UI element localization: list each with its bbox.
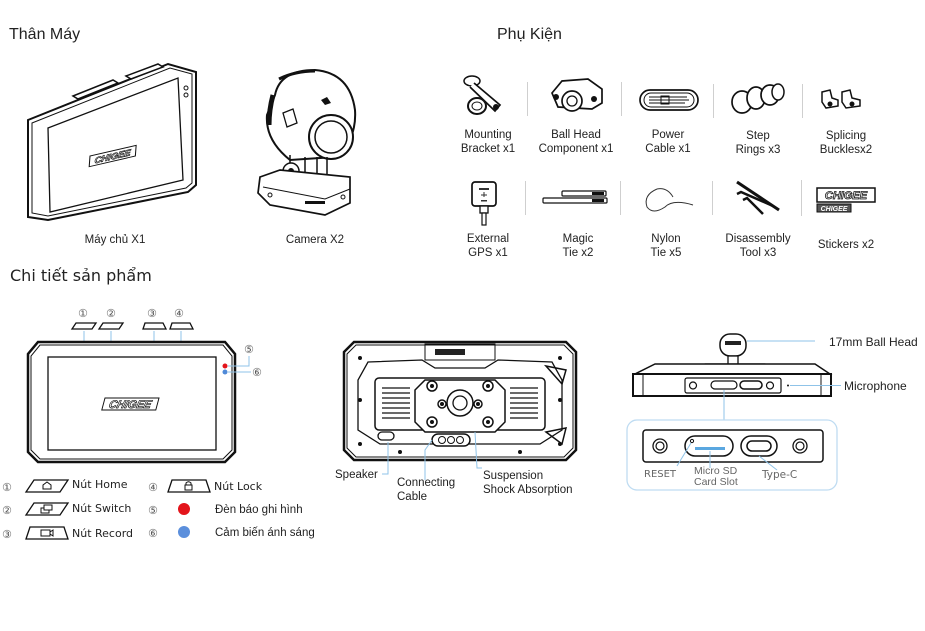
label-ball-head: 17mm Ball Head [829, 335, 918, 349]
caption-line: Splicing [825, 130, 867, 142]
light-sensor [222, 369, 228, 375]
label-type-c: Type-C [762, 469, 798, 481]
legend-label-switch: Nút Switch [72, 502, 132, 515]
caption-display-unit: Máy chủ X1 [84, 234, 146, 246]
caption-line: Bracket x1 [460, 143, 516, 155]
legend-num-2: ② [2, 504, 12, 517]
label-line: Micro SD [694, 465, 738, 477]
hex-tools-icon [736, 180, 780, 215]
power-cable-icon [639, 89, 699, 111]
display-unit-icon: CHIGEE [27, 62, 197, 222]
step-rings-icon [731, 83, 785, 114]
legend-label-lock: Nút Lock [214, 480, 263, 493]
sd-card-slot [684, 435, 734, 457]
label-speaker: Speaker [335, 469, 378, 481]
gps-module-icon [471, 181, 497, 226]
legend-label-record: Nút Record [72, 527, 134, 540]
camera-icon [257, 68, 357, 216]
home-button-icon [24, 479, 70, 493]
callout-4: ④ [174, 307, 184, 320]
nylon-tie-icon [645, 188, 694, 212]
splicing-buckles-icon [821, 89, 861, 109]
sticker-logo-large: CHIGEE [825, 190, 868, 202]
caption-camera: Camera X2 [285, 234, 345, 246]
caption-line: Nylon [651, 233, 681, 245]
port-zoom-panel [626, 419, 838, 491]
caption-line: Step [746, 130, 770, 142]
caption-line: Bucklesx2 [819, 144, 873, 156]
caption-line: Ball Head [551, 129, 601, 141]
bottom-view-diagram [626, 333, 841, 491]
label-reset: RESET [644, 469, 677, 480]
connecting-cable-port [431, 433, 471, 447]
legend-num-4: ④ [148, 481, 158, 494]
switch-button-top [97, 322, 125, 330]
legend-num-6: ⑥ [148, 527, 158, 540]
caption-line: Mounting [464, 129, 512, 141]
callout-3: ③ [147, 307, 157, 320]
legend-label-light-sensor: Cảm biến ánh sáng [215, 527, 315, 539]
legend-label-record-indicator: Đèn báo ghi hình [215, 504, 303, 516]
front-view-diagram: CHIGEE [26, 322, 251, 464]
label-microphone: Microphone [844, 379, 907, 393]
caption-line: Tool x3 [739, 247, 777, 259]
home-button-top [70, 322, 98, 330]
caption-line: Power [651, 129, 685, 141]
caption-line: Rings x3 [735, 144, 781, 156]
callout-6: ⑥ [252, 366, 262, 379]
lock-button-icon [167, 479, 211, 493]
caption-line: External [466, 233, 510, 245]
label-line: Connecting [397, 477, 456, 489]
legend-num-5: ⑤ [148, 504, 158, 517]
caption-stickers: Stickers x2 [817, 239, 875, 251]
section-title-details: Chi tiết sản phẩm [10, 266, 152, 285]
callout-1: ① [78, 307, 88, 320]
callout-2: ② [106, 307, 116, 320]
record-led [222, 363, 228, 369]
sticker-logo-small: CHIGEE [821, 206, 848, 213]
legend-label-home: Nút Home [72, 478, 128, 491]
caption-line: Disassembly [725, 233, 791, 245]
label-line: Cable [397, 491, 428, 503]
mounting-bracket-icon [463, 75, 502, 115]
record-indicator-dot [178, 503, 190, 515]
section-title-body: Thân Máy [9, 26, 81, 43]
ball-head-icon [551, 78, 603, 112]
magic-tie-icon [542, 190, 608, 204]
rear-view-diagram [342, 340, 578, 480]
label-line: Shock Absorption [483, 484, 573, 496]
caption-line: GPS x1 [468, 247, 508, 259]
label-line: Suspension [483, 470, 544, 482]
caption-line: Magic [562, 233, 594, 245]
legend-num-1: ① [2, 481, 12, 494]
legend-num-3: ③ [2, 528, 12, 541]
record-button-top [142, 322, 168, 330]
caption-line: Tie x2 [562, 247, 594, 259]
light-sensor-dot [178, 526, 190, 538]
callout-5: ⑤ [244, 343, 254, 356]
record-button-icon [25, 526, 69, 540]
caption-line: Cable x1 [645, 143, 691, 155]
label-line: Card Slot [694, 476, 738, 488]
section-title-accessories: Phụ Kiện [497, 26, 562, 43]
reset-port [652, 438, 668, 454]
stickers-icon: CHIGEE CHIGEE [816, 187, 876, 213]
caption-line: Component x1 [538, 143, 614, 155]
switch-button-icon [24, 502, 70, 516]
caption-line: Tie x5 [650, 247, 682, 259]
brand-logo-front: CHIGEE [107, 399, 153, 411]
lock-button-top [169, 322, 195, 330]
